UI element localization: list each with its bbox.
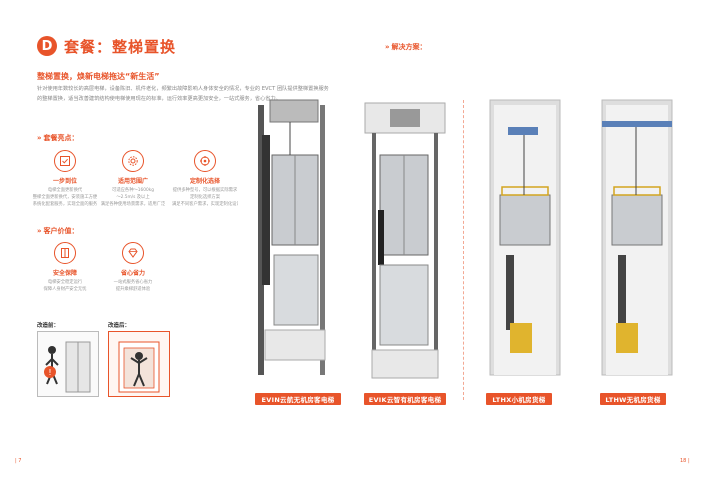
model-label-lthw: LTHW无机房货梯 <box>600 393 666 405</box>
solution-heading: »解决方案： <box>385 42 427 52</box>
feature-title: 适用范围广 <box>117 178 148 185</box>
feature-line: 电梯全面更新换代 <box>47 188 83 193</box>
features-heading: »套餐亮点： <box>37 133 79 143</box>
feature-item-customization: 定制化选择 提供多种型号，可以根据实际需求 定制化选择方案 满足不同客户需求，实… <box>172 150 238 208</box>
intro-subtitle: 整梯置换，焕新电梯拖达“新生活” <box>37 72 160 81</box>
before-label: 改造前： <box>37 323 60 329</box>
chevron-right-icon: » <box>385 43 389 51</box>
evin-elevator-illustration <box>258 99 326 375</box>
settings-icon <box>194 150 216 172</box>
benefit-line: 提升乘梯舒适体验 <box>115 287 151 292</box>
evik-elevator-illustration <box>364 102 446 379</box>
after-elevator-illustration <box>108 331 170 397</box>
benefit-item-safety: 安全保障 电梯安全稳定运行 保障人身财产安全无忧 <box>32 242 98 293</box>
intro-desc-line-2: 的整梯置换，适当改善建筑结构使电梯使用现在的标准，运行效率更高更加安全，一站式服… <box>37 96 281 102</box>
model-label-evik: EVIK云智有机房客电梯 <box>364 393 446 405</box>
feature-title: 定制化选择 <box>189 178 220 185</box>
intro-description: 针对使用年数较长的高层电梯，设备陈旧、机件老化，频繁出故障影响人身体安全的情况，… <box>37 84 337 104</box>
model-label-lthx: LTHX小机房货梯 <box>486 393 552 405</box>
feature-title: 一步到位 <box>52 178 77 185</box>
feature-line: 整梯全面更新换代，安装施工方便 <box>32 195 98 200</box>
feature-line: ～2.5m/s 及以上 <box>116 195 150 200</box>
feature-item-wide-range: 适用范围广 可适应各种～1600kg ～2.5m/s 及以上 满足各种使用场景需… <box>100 150 166 208</box>
feature-line: 满足各种使用场景需求，适用广泛 <box>100 202 166 207</box>
solution-label: 解决方案： <box>391 43 427 51</box>
page-number-right: 18 | <box>680 458 690 464</box>
feature-line: 定制化选择方案 <box>189 195 221 200</box>
feature-line: 满足不同客户需求，实现定制化设计 <box>172 202 238 207</box>
section-badge: D <box>37 36 57 56</box>
section-divider <box>463 100 464 400</box>
benefit-line: 一站式服务省心省力 <box>113 280 153 285</box>
features-heading-label: 套餐亮点： <box>43 134 79 142</box>
svg-text:!: ! <box>48 368 51 377</box>
feature-item-one-step: 一步到位 电梯全面更新换代 整梯全面更新换代，安装施工方便 系统化配套服务，实现… <box>32 150 98 208</box>
after-label: 改造后： <box>108 323 131 329</box>
lthx-elevator-illustration <box>489 99 561 376</box>
intro-desc-line-1: 针对使用年数较长的高层电梯，设备陈旧、机件老化，频繁出故障影响人身体安全的情况，… <box>37 86 329 92</box>
benefit-line: 电梯安全稳定运行 <box>47 280 83 285</box>
feature-line: 系统化配套服务，实现全面的服务 <box>32 202 98 207</box>
benefit-title: 安全保障 <box>52 270 77 277</box>
feature-line: 提供多种型号，可以根据实际需求 <box>172 188 238 193</box>
diamond-icon <box>122 242 144 264</box>
benefits-heading: »客户价值： <box>37 226 79 236</box>
chevron-right-icon: » <box>37 134 41 142</box>
check-square-icon <box>54 150 76 172</box>
feature-line: 可适应各种～1600kg <box>112 188 154 193</box>
benefit-line: 保障人身财产安全无忧 <box>43 287 87 292</box>
chevron-right-icon: » <box>37 227 41 235</box>
door-icon <box>54 242 76 264</box>
benefit-title: 省心省力 <box>120 270 145 277</box>
before-elevator-illustration: ! <box>37 331 99 397</box>
lthw-elevator-illustration <box>601 99 673 376</box>
benefit-item-effort-saving: 省心省力 一站式服务省心省力 提升乘梯舒适体验 <box>100 242 166 293</box>
model-label-evin: EVIN云航无机房客电梯 <box>255 393 341 405</box>
benefits-heading-label: 客户价值： <box>43 227 79 235</box>
page-title: 套餐：整梯置换 <box>64 38 177 56</box>
page-number-left: | 7 <box>15 458 22 464</box>
gear-icon <box>122 150 144 172</box>
